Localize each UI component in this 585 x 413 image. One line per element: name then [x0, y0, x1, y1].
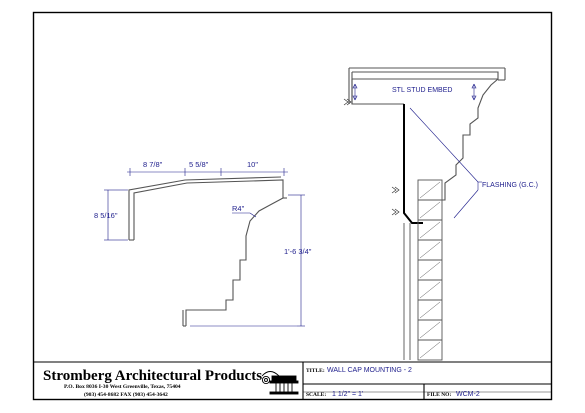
dim-8-7-8: 8 7/8": [143, 160, 163, 169]
label-stl-stud-embed: STL STUD EMBED: [392, 87, 452, 94]
scale-value: 1 1/2" = 1': [332, 391, 363, 398]
file-value: WCM-2: [456, 391, 480, 398]
left-cap-profile: [128, 176, 287, 327]
company-logo: [261, 371, 299, 395]
right-cap-section: [348, 67, 506, 201]
dim-5-5-8: 5 5/8": [189, 160, 209, 169]
fastener-ticks: [343, 98, 400, 216]
company-name: Stromberg Architectural Products: [43, 368, 262, 384]
left-dimension-lines: [104, 168, 305, 327]
dim-r4: R4": [232, 204, 245, 213]
dim-10: 10": [247, 160, 258, 169]
flashing-line: [403, 104, 423, 224]
dim-8-5-16: 8 5/16": [94, 211, 118, 220]
company-address: P.O. Box 8036 I-30 West Greenville, Texa…: [64, 384, 181, 390]
title-value: WALL CAP MOUNTING - 2: [327, 367, 412, 374]
title-key: TITLE:: [306, 368, 325, 374]
company-phone: (903) 454-8682 FAX (903) 454-3642: [84, 391, 168, 398]
sheet-border: [32, 11, 553, 401]
title-block: [34, 361, 551, 399]
file-key: FILE NO:: [427, 392, 451, 398]
dim-1-6-3-4: 1'-6 3/4": [284, 247, 312, 256]
masonry-wall: [403, 179, 443, 361]
label-flashing: FLASHING (G.C.): [482, 182, 538, 189]
scale-key: SCALE:: [306, 392, 326, 398]
right-leaders: [352, 83, 482, 219]
